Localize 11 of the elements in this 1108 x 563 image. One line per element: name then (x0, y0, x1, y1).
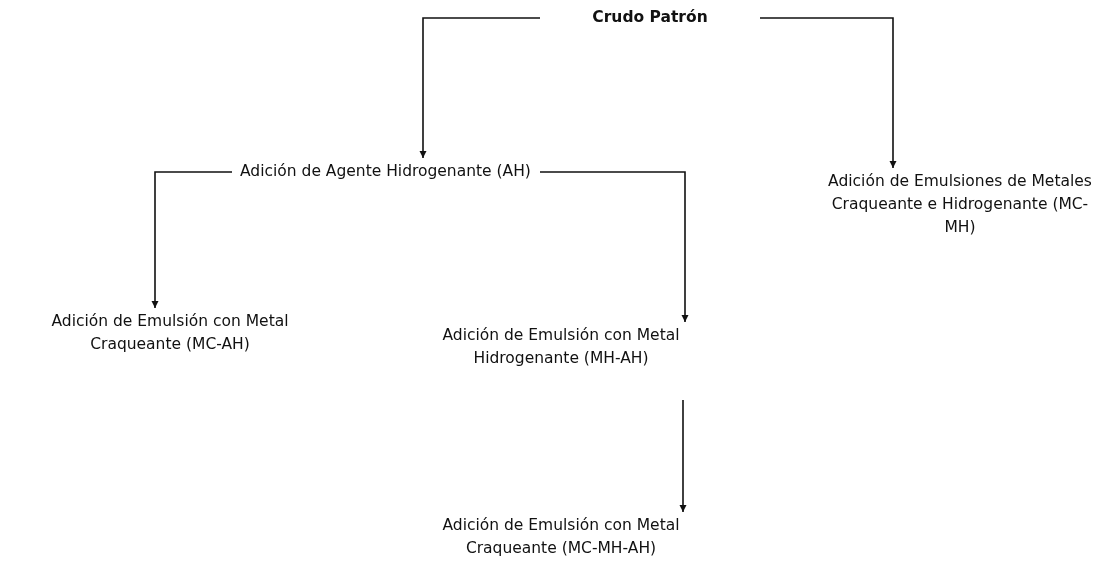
step-label: Adición de Agente Hidrogenante (AH) (240, 161, 532, 182)
arrow (679, 399, 687, 513)
step-label: Adición de Emulsiones de Metales Craqueante e Hidrogenante (MC-MH) (827, 171, 1093, 238)
step-label: Adición de Emulsión con Metal Hidrogenante (MH-AH) (441, 325, 681, 369)
step-label: Adición de Emulsión con Metal Craqueante (MC-AH) (50, 311, 290, 355)
step-label: Adición de Emulsión con Metal Craqueante (MC-MH-AH) (441, 515, 681, 559)
arrow (419, 17, 541, 159)
arrow (759, 17, 897, 169)
step-label: Crudo Patrón (591, 7, 709, 28)
arrow (151, 171, 233, 309)
arrow (539, 171, 689, 323)
